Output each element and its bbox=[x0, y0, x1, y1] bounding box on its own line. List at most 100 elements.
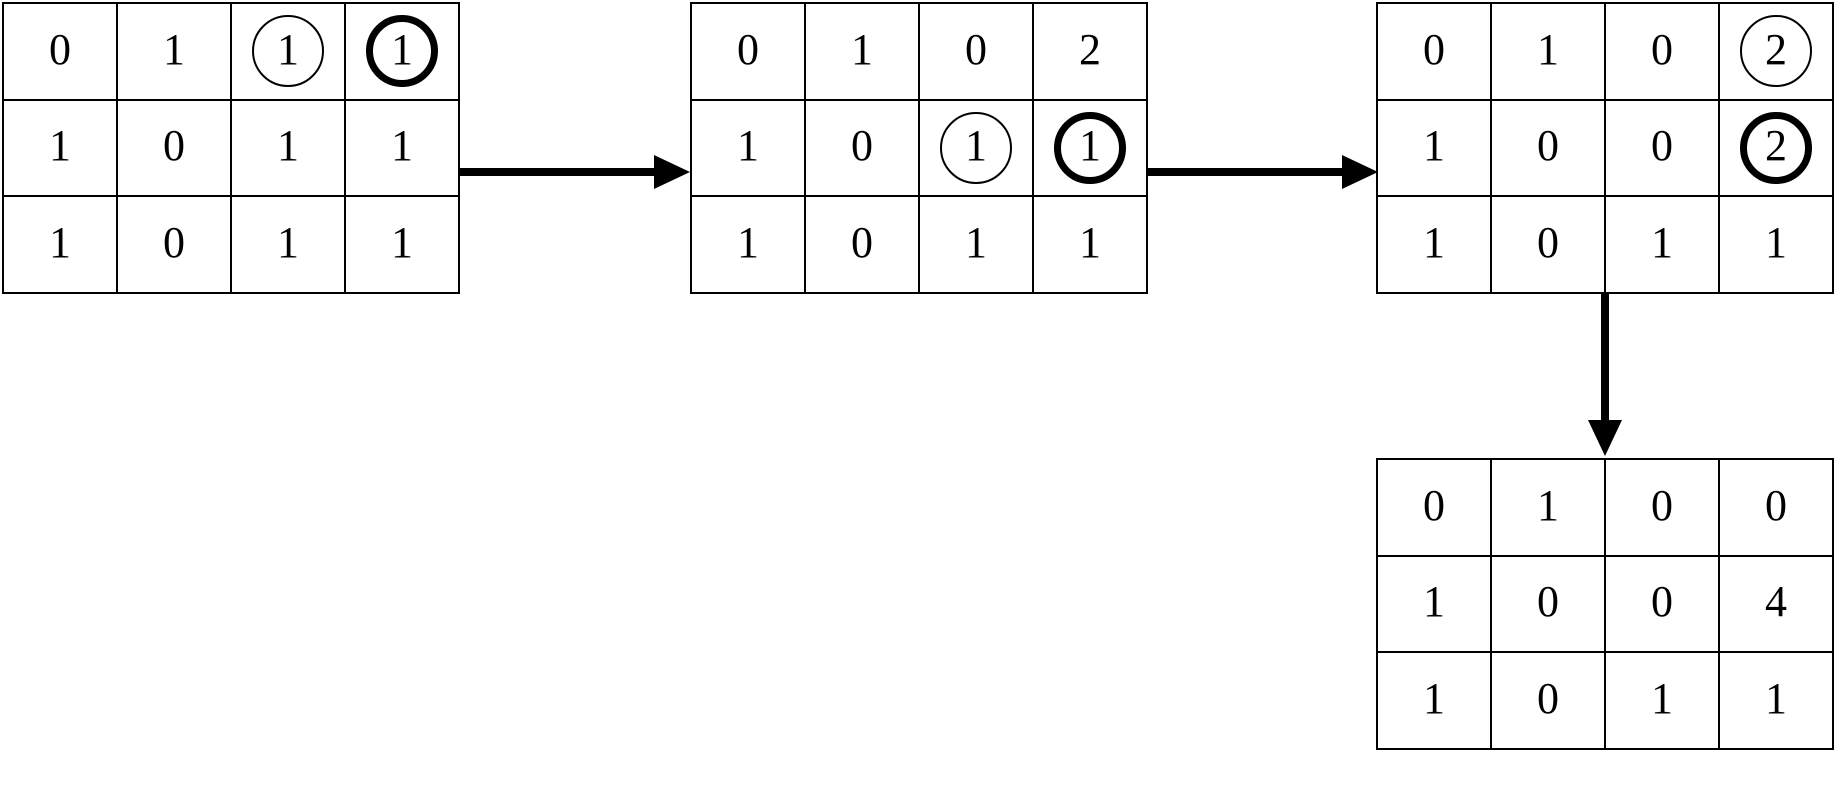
matrix-step-1: 0 1 1 1 1 0 1 1 1 0 1 1 bbox=[2, 2, 460, 294]
matrix-cell: 1 bbox=[1378, 556, 1492, 654]
matrix-cell: 0 bbox=[806, 100, 920, 198]
cell-value: 0 bbox=[1765, 480, 1787, 530]
matrix-cell-highlighted-thick: 1 bbox=[346, 4, 460, 101]
matrix-cell: 1 bbox=[1492, 4, 1606, 101]
matrix-cell: 0 bbox=[118, 197, 232, 294]
matrix-cell: 1 bbox=[1720, 197, 1834, 294]
matrix-cell: 4 bbox=[1720, 556, 1834, 654]
cell-value: 0 bbox=[1423, 24, 1445, 74]
matrix-cell: 0 bbox=[1720, 460, 1834, 557]
matrix-cell: 2 bbox=[1034, 4, 1148, 101]
cell-value: 2 bbox=[1740, 111, 1812, 184]
cell-value: 1 bbox=[277, 218, 299, 268]
matrix-cell: 1 bbox=[1606, 653, 1720, 750]
cell-value: 1 bbox=[391, 218, 413, 268]
cell-value: 1 bbox=[1765, 674, 1787, 724]
cell-value: 1 bbox=[49, 121, 71, 171]
matrix-cell: 1 bbox=[1378, 653, 1492, 750]
matrix-step-3: 0 1 0 2 1 0 0 2 1 0 1 1 bbox=[1376, 2, 1834, 294]
cell-value: 0 bbox=[965, 24, 987, 74]
cell-value: 0 bbox=[851, 121, 873, 171]
matrix-cell: 1 bbox=[4, 197, 118, 294]
cell-value: 0 bbox=[1651, 480, 1673, 530]
matrix-cell: 1 bbox=[692, 100, 806, 198]
arrow-shaft bbox=[460, 168, 658, 176]
cell-value: 1 bbox=[1423, 121, 1445, 171]
matrix-cell-highlighted-thin: 1 bbox=[920, 100, 1034, 198]
cell-value: 0 bbox=[851, 218, 873, 268]
cell-value: 0 bbox=[1423, 480, 1445, 530]
matrix-cell: 0 bbox=[4, 4, 118, 101]
matrix-cell: 0 bbox=[1492, 556, 1606, 654]
matrix-cell: 1 bbox=[920, 197, 1034, 294]
cell-value: 1 bbox=[391, 121, 413, 171]
cell-value: 2 bbox=[1079, 24, 1101, 74]
matrix-cell: 0 bbox=[1378, 460, 1492, 557]
cell-value: 0 bbox=[163, 218, 185, 268]
cell-value: 1 bbox=[940, 111, 1012, 184]
matrix-cell-highlighted-thin: 1 bbox=[232, 4, 346, 101]
matrix-cell: 1 bbox=[1606, 197, 1720, 294]
matrix-cell: 0 bbox=[1492, 197, 1606, 294]
cell-value: 0 bbox=[1651, 24, 1673, 74]
cell-value: 0 bbox=[1537, 121, 1559, 171]
matrix-cell: 1 bbox=[1034, 197, 1148, 294]
cell-value: 1 bbox=[277, 121, 299, 171]
cell-value: 1 bbox=[1423, 577, 1445, 627]
matrix-cell: 1 bbox=[1492, 460, 1606, 557]
cell-value: 1 bbox=[737, 121, 759, 171]
cell-value: 1 bbox=[49, 218, 71, 268]
matrix-cell-highlighted-thin: 2 bbox=[1720, 4, 1834, 101]
matrix-cell: 0 bbox=[1606, 4, 1720, 101]
cell-value: 0 bbox=[1537, 674, 1559, 724]
matrix-cell-highlighted-thick: 1 bbox=[1034, 100, 1148, 198]
cell-value: 1 bbox=[965, 218, 987, 268]
cell-value: 1 bbox=[1765, 218, 1787, 268]
cell-value: 0 bbox=[1537, 577, 1559, 627]
arrow-head bbox=[1342, 155, 1378, 189]
matrix-cell: 0 bbox=[692, 4, 806, 101]
matrix-cell: 1 bbox=[118, 4, 232, 101]
cell-value: 0 bbox=[1537, 218, 1559, 268]
arrow-head bbox=[654, 155, 690, 189]
matrix-cell: 0 bbox=[118, 100, 232, 198]
matrix-cell: 0 bbox=[1606, 100, 1720, 198]
cell-value: 1 bbox=[1651, 674, 1673, 724]
matrix-cell: 0 bbox=[1606, 556, 1720, 654]
cell-value: 1 bbox=[252, 15, 324, 88]
matrix-cell: 1 bbox=[1378, 197, 1492, 294]
matrix-cell-highlighted-thick: 2 bbox=[1720, 100, 1834, 198]
matrix-cell: 1 bbox=[346, 197, 460, 294]
matrix-cell: 1 bbox=[692, 197, 806, 294]
matrix-cell: 1 bbox=[1720, 653, 1834, 750]
matrix-step-2: 0 1 0 2 1 0 1 1 1 0 1 1 bbox=[690, 2, 1148, 294]
cell-value: 0 bbox=[1651, 577, 1673, 627]
cell-value: 1 bbox=[1423, 674, 1445, 724]
matrix-cell: 0 bbox=[920, 4, 1034, 101]
arrow-shaft bbox=[1601, 294, 1609, 424]
cell-value: 1 bbox=[1423, 218, 1445, 268]
cell-value: 0 bbox=[1651, 121, 1673, 171]
arrow-head bbox=[1588, 420, 1622, 456]
matrix-cell: 0 bbox=[1606, 460, 1720, 557]
cell-value: 1 bbox=[1054, 111, 1126, 184]
matrix-cell: 0 bbox=[806, 197, 920, 294]
cell-value: 1 bbox=[1651, 218, 1673, 268]
matrix-cell: 0 bbox=[1378, 4, 1492, 101]
matrix-cell: 1 bbox=[806, 4, 920, 101]
cell-value: 2 bbox=[1740, 15, 1812, 88]
matrix-cell: 1 bbox=[1378, 100, 1492, 198]
matrix-cell: 1 bbox=[232, 100, 346, 198]
cell-value: 0 bbox=[737, 24, 759, 74]
cell-value: 1 bbox=[851, 24, 873, 74]
matrix-cell: 1 bbox=[346, 100, 460, 198]
cell-value: 1 bbox=[1537, 24, 1559, 74]
arrow-shaft bbox=[1148, 168, 1346, 176]
cell-value: 0 bbox=[163, 121, 185, 171]
cell-value: 1 bbox=[1537, 480, 1559, 530]
matrix-cell: 1 bbox=[4, 100, 118, 198]
cell-value: 0 bbox=[49, 24, 71, 74]
cell-value: 1 bbox=[366, 15, 438, 88]
matrix-cell: 1 bbox=[232, 197, 346, 294]
